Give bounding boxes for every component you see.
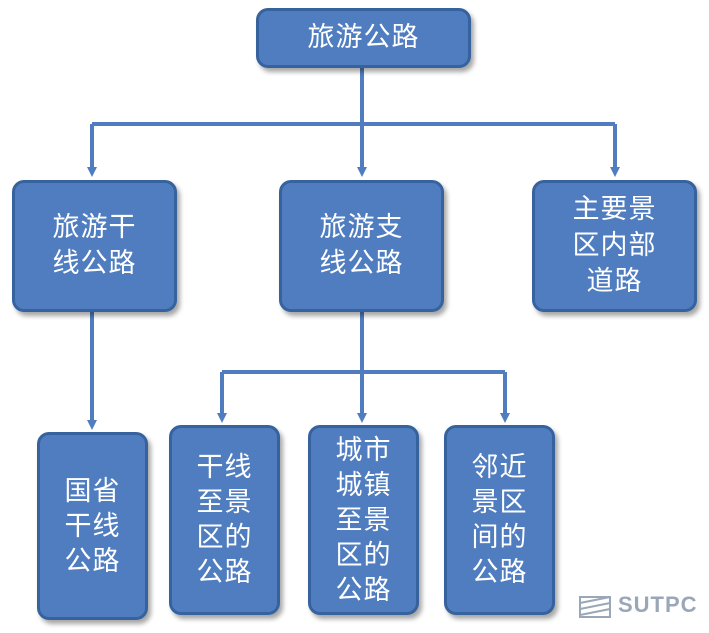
node-trunk-to-scenic: 干线 至景 区的 公路 — [169, 425, 280, 615]
node-branch-line: 线公路 — [319, 248, 404, 279]
node-town-to-scenic-line: 城镇 — [335, 469, 392, 501]
node-scenic-internal: 主要景 区内部 道路 — [532, 180, 697, 312]
node-adjacent-scenic: 邻近 景区 间的 公路 — [444, 425, 555, 615]
node-town-to-scenic-line: 区的 — [335, 539, 392, 571]
node-national-provincial: 国省 干线 公路 — [37, 432, 148, 620]
node-national-provincial-line: 干线 — [64, 510, 121, 542]
node-trunk-line: 线公路 — [52, 248, 137, 279]
node-root-label: 旅游公路 — [307, 22, 420, 53]
node-trunk-line: 旅游干 — [52, 212, 137, 243]
node-adjacent-scenic-line: 景区 — [471, 487, 528, 518]
watermark: SUTPC — [578, 590, 709, 624]
node-trunk-to-scenic-line: 公路 — [196, 557, 253, 588]
node-branch: 旅游支 线公路 — [279, 180, 444, 312]
node-adjacent-scenic-line: 邻近 — [471, 452, 528, 483]
node-trunk: 旅游干 线公路 — [12, 180, 177, 312]
node-branch-line: 旅游支 — [319, 212, 404, 243]
node-national-provincial-line: 国省 — [64, 475, 121, 507]
node-adjacent-scenic-line: 公路 — [471, 557, 528, 588]
node-adjacent-scenic-line: 间的 — [471, 522, 528, 553]
node-town-to-scenic-line: 至景 — [335, 504, 392, 536]
node-root: 旅游公路 — [256, 8, 471, 68]
node-trunk-to-scenic-line: 至景 — [196, 487, 253, 518]
node-trunk-to-scenic-line: 干线 — [196, 452, 253, 483]
node-scenic-internal-line: 区内部 — [572, 230, 657, 261]
node-town-to-scenic: 城市 城镇 至景 区的 公路 — [308, 425, 419, 615]
node-scenic-internal-line: 主要景 — [572, 194, 657, 225]
node-town-to-scenic-line: 城市 — [335, 434, 392, 466]
node-scenic-internal-line: 道路 — [586, 266, 643, 297]
sutpc-logo-icon — [579, 596, 611, 618]
node-town-to-scenic-line: 公路 — [335, 574, 392, 606]
watermark-text: SUTPC — [618, 592, 698, 617]
node-national-provincial-line: 公路 — [64, 545, 121, 577]
node-trunk-to-scenic-line: 区的 — [196, 522, 253, 553]
